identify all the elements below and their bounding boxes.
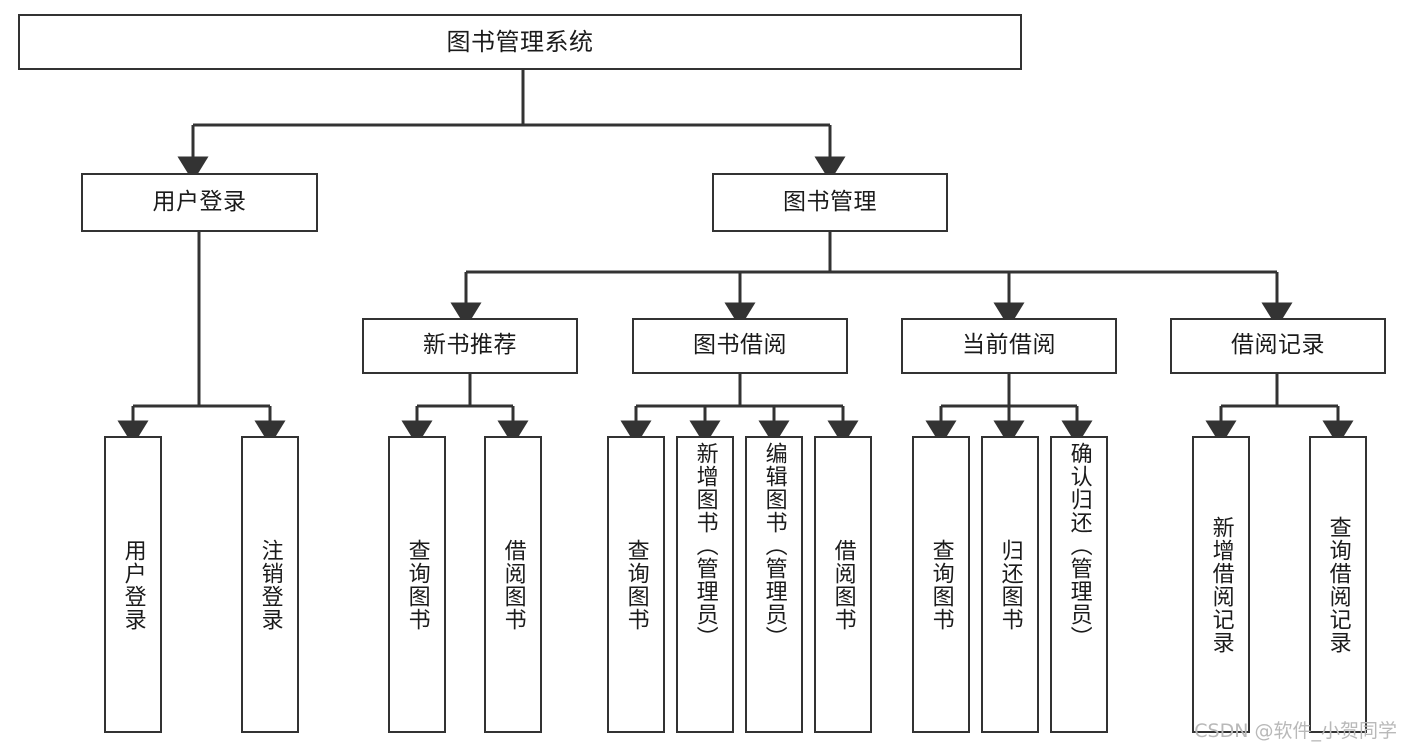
- node-label: 当前借阅: [962, 332, 1056, 359]
- leaf-query-borrow-record[interactable]: 查询借阅记录: [1309, 436, 1367, 733]
- node-label: 查询图书: [404, 538, 430, 631]
- node-new-book-recommend[interactable]: 新书推荐: [362, 318, 578, 374]
- node-current-borrow[interactable]: 当前借阅: [901, 318, 1117, 374]
- node-user-login[interactable]: 用户登录: [81, 173, 318, 232]
- leaf-borrow-book[interactable]: 借阅图书: [814, 436, 872, 733]
- leaf-borrow-book-recommend[interactable]: 借阅图书: [484, 436, 542, 733]
- node-label: 查询图书: [928, 538, 954, 631]
- node-label: 查询借阅记录: [1325, 515, 1351, 654]
- leaf-confirm-return[interactable]: 确认归还（管理员）: [1050, 436, 1108, 733]
- leaf-add-book[interactable]: 新增图书（管理员）: [676, 436, 734, 733]
- leaf-query-book-recommend[interactable]: 查询图书: [388, 436, 446, 733]
- node-label: 用户登录: [152, 188, 247, 215]
- node-borrow-record[interactable]: 借阅记录: [1170, 318, 1386, 374]
- node-root-system[interactable]: 图书管理系统: [18, 14, 1022, 70]
- node-label: 新增图书（管理员）: [692, 442, 718, 649]
- leaf-query-book-current[interactable]: 查询图书: [912, 436, 970, 733]
- leaf-logout-login[interactable]: 注销登录: [241, 436, 299, 733]
- node-book-management[interactable]: 图书管理: [712, 173, 948, 232]
- node-label: 确认归还（管理员）: [1066, 442, 1092, 649]
- node-label: 借阅记录: [1231, 332, 1325, 359]
- leaf-user-login[interactable]: 用户登录: [104, 436, 162, 733]
- leaf-edit-book[interactable]: 编辑图书（管理员）: [745, 436, 803, 733]
- node-label: 借阅图书: [500, 538, 526, 631]
- node-label: 借阅图书: [830, 538, 856, 631]
- leaf-query-book-borrow[interactable]: 查询图书: [607, 436, 665, 733]
- node-label: 图书管理: [783, 188, 877, 215]
- node-label: 归还图书: [997, 538, 1023, 631]
- node-label: 用户登录: [120, 538, 146, 631]
- node-label: 图书管理系统: [446, 27, 594, 56]
- node-label: 图书借阅: [693, 332, 787, 359]
- csdn-watermark: CSDN @软件_小贺同学: [1194, 720, 1397, 742]
- node-label: 新书推荐: [423, 332, 517, 359]
- leaf-return-book[interactable]: 归还图书: [981, 436, 1039, 733]
- leaf-add-borrow-record[interactable]: 新增借阅记录: [1192, 436, 1250, 733]
- node-book-borrow[interactable]: 图书借阅: [632, 318, 848, 374]
- node-label: 注销登录: [257, 538, 283, 631]
- node-label: 新增借阅记录: [1208, 515, 1234, 654]
- node-label: 编辑图书（管理员）: [761, 442, 787, 649]
- node-label: 查询图书: [623, 538, 649, 631]
